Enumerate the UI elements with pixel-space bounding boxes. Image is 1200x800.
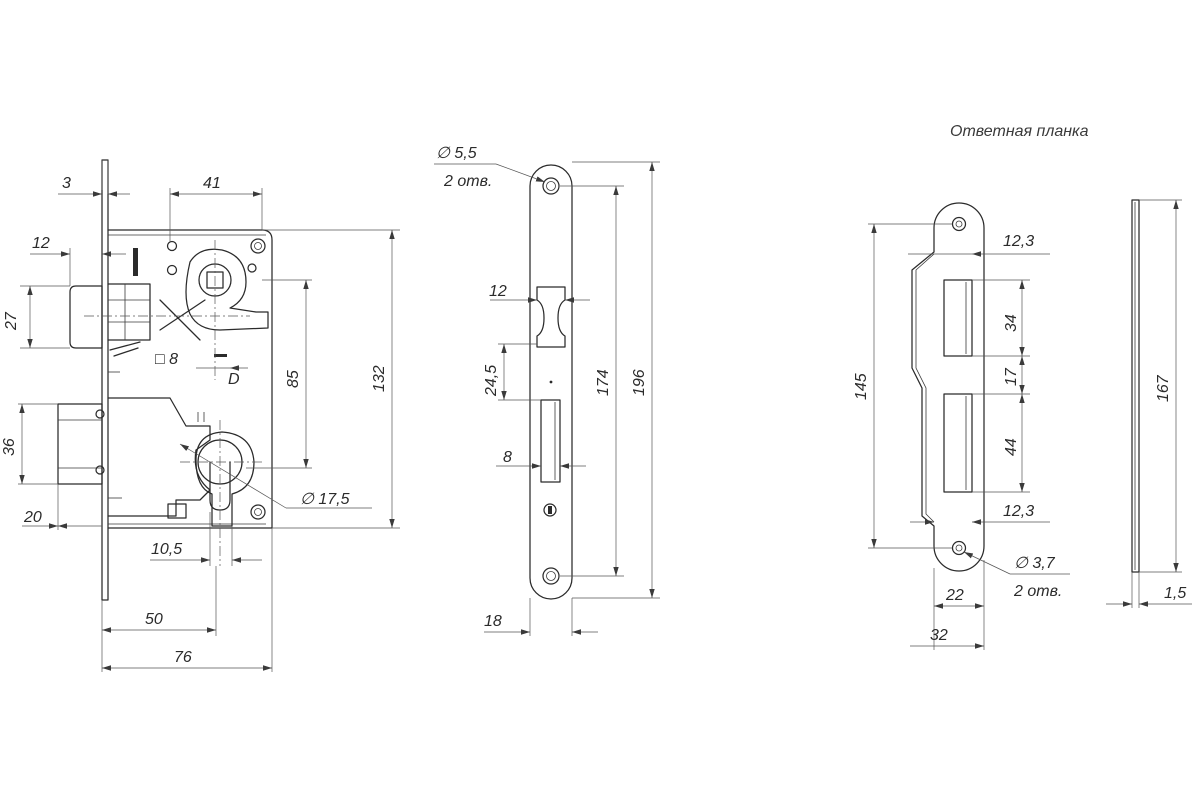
dim-20: 20	[23, 509, 42, 526]
dim-3: 3	[62, 175, 71, 192]
dim-167: 167	[1155, 374, 1172, 402]
dim-22: 22	[945, 587, 964, 604]
dim-1-5: 1,5	[1164, 585, 1186, 602]
deadbolt-opening	[540, 399, 561, 483]
dim-10-5: 10,5	[151, 541, 182, 558]
strike-plate-title: Ответная планка	[950, 123, 1089, 140]
latch-spring	[133, 248, 138, 276]
dim-17: 17	[1003, 367, 1020, 386]
faceplate-hole-bottom	[542, 567, 560, 585]
faceplate-hole-top	[542, 177, 560, 195]
lock-case	[107, 229, 273, 529]
dim-diam-17-5: ∅ 17,5	[300, 491, 350, 508]
dim-145: 145	[853, 373, 870, 400]
bolt-rack	[107, 397, 211, 517]
dim-strike-2-holes: 2 отв.	[1013, 583, 1062, 600]
dim-2-holes: 2 отв.	[443, 173, 492, 190]
latch-bolt	[69, 285, 103, 349]
faceplate-outline	[529, 164, 573, 600]
strike-plate-view: Ответная планка	[853, 123, 1192, 650]
faceplate-screw-middle	[543, 503, 557, 517]
cylinder-hub	[195, 431, 255, 527]
latch-lever	[159, 299, 206, 341]
dim-12-3-bottom: 12,3	[1003, 503, 1034, 520]
dim-square-8: □ 8	[155, 351, 178, 368]
dim-18: 18	[484, 613, 502, 630]
dim-132: 132	[371, 365, 388, 392]
dim-diam-5-5: ∅ 5,5	[436, 145, 477, 162]
lock-body-view: 3 41 12 27 □ 8 D 85 132 36 20 ∅ 17,5 10,…	[1, 159, 400, 672]
dim-196: 196	[631, 369, 648, 396]
dim-12: 12	[32, 235, 50, 252]
dim-44: 44	[1003, 438, 1020, 456]
dim-85: 85	[285, 370, 302, 388]
dim-24-5: 24,5	[483, 365, 500, 397]
dim-diam-3-7: ∅ 3,7	[1014, 555, 1056, 572]
strike-latch-opening	[943, 279, 973, 357]
dim-8: 8	[503, 449, 512, 466]
strike-plate-side	[1131, 199, 1140, 573]
dim-36: 36	[1, 438, 18, 456]
dim-34: 34	[1003, 314, 1020, 332]
screw-top-right	[250, 238, 266, 254]
strike-hole-top	[951, 216, 967, 232]
handle-hub	[185, 248, 269, 331]
deadbolt	[57, 403, 103, 485]
dim-12-3-top: 12,3	[1003, 233, 1034, 250]
dim-27: 27	[3, 311, 20, 331]
faceplate-view: ∅ 5,5 2 отв. 12 24,5 8 174 196 18	[434, 145, 660, 636]
strike-plate-outline	[911, 202, 985, 572]
dim-12-faceplate: 12	[489, 283, 507, 300]
lock-front-plate	[101, 159, 109, 601]
dim-76: 76	[174, 649, 192, 666]
strike-hole-bottom	[951, 540, 967, 556]
latch-opening	[536, 286, 566, 348]
dim-50: 50	[145, 611, 163, 628]
dim-174: 174	[595, 369, 612, 396]
d-mark: D	[228, 371, 240, 388]
latch-inner	[107, 283, 151, 341]
strike-deadbolt-opening	[943, 393, 973, 493]
dim-41: 41	[203, 175, 221, 192]
dim-32: 32	[930, 627, 948, 644]
